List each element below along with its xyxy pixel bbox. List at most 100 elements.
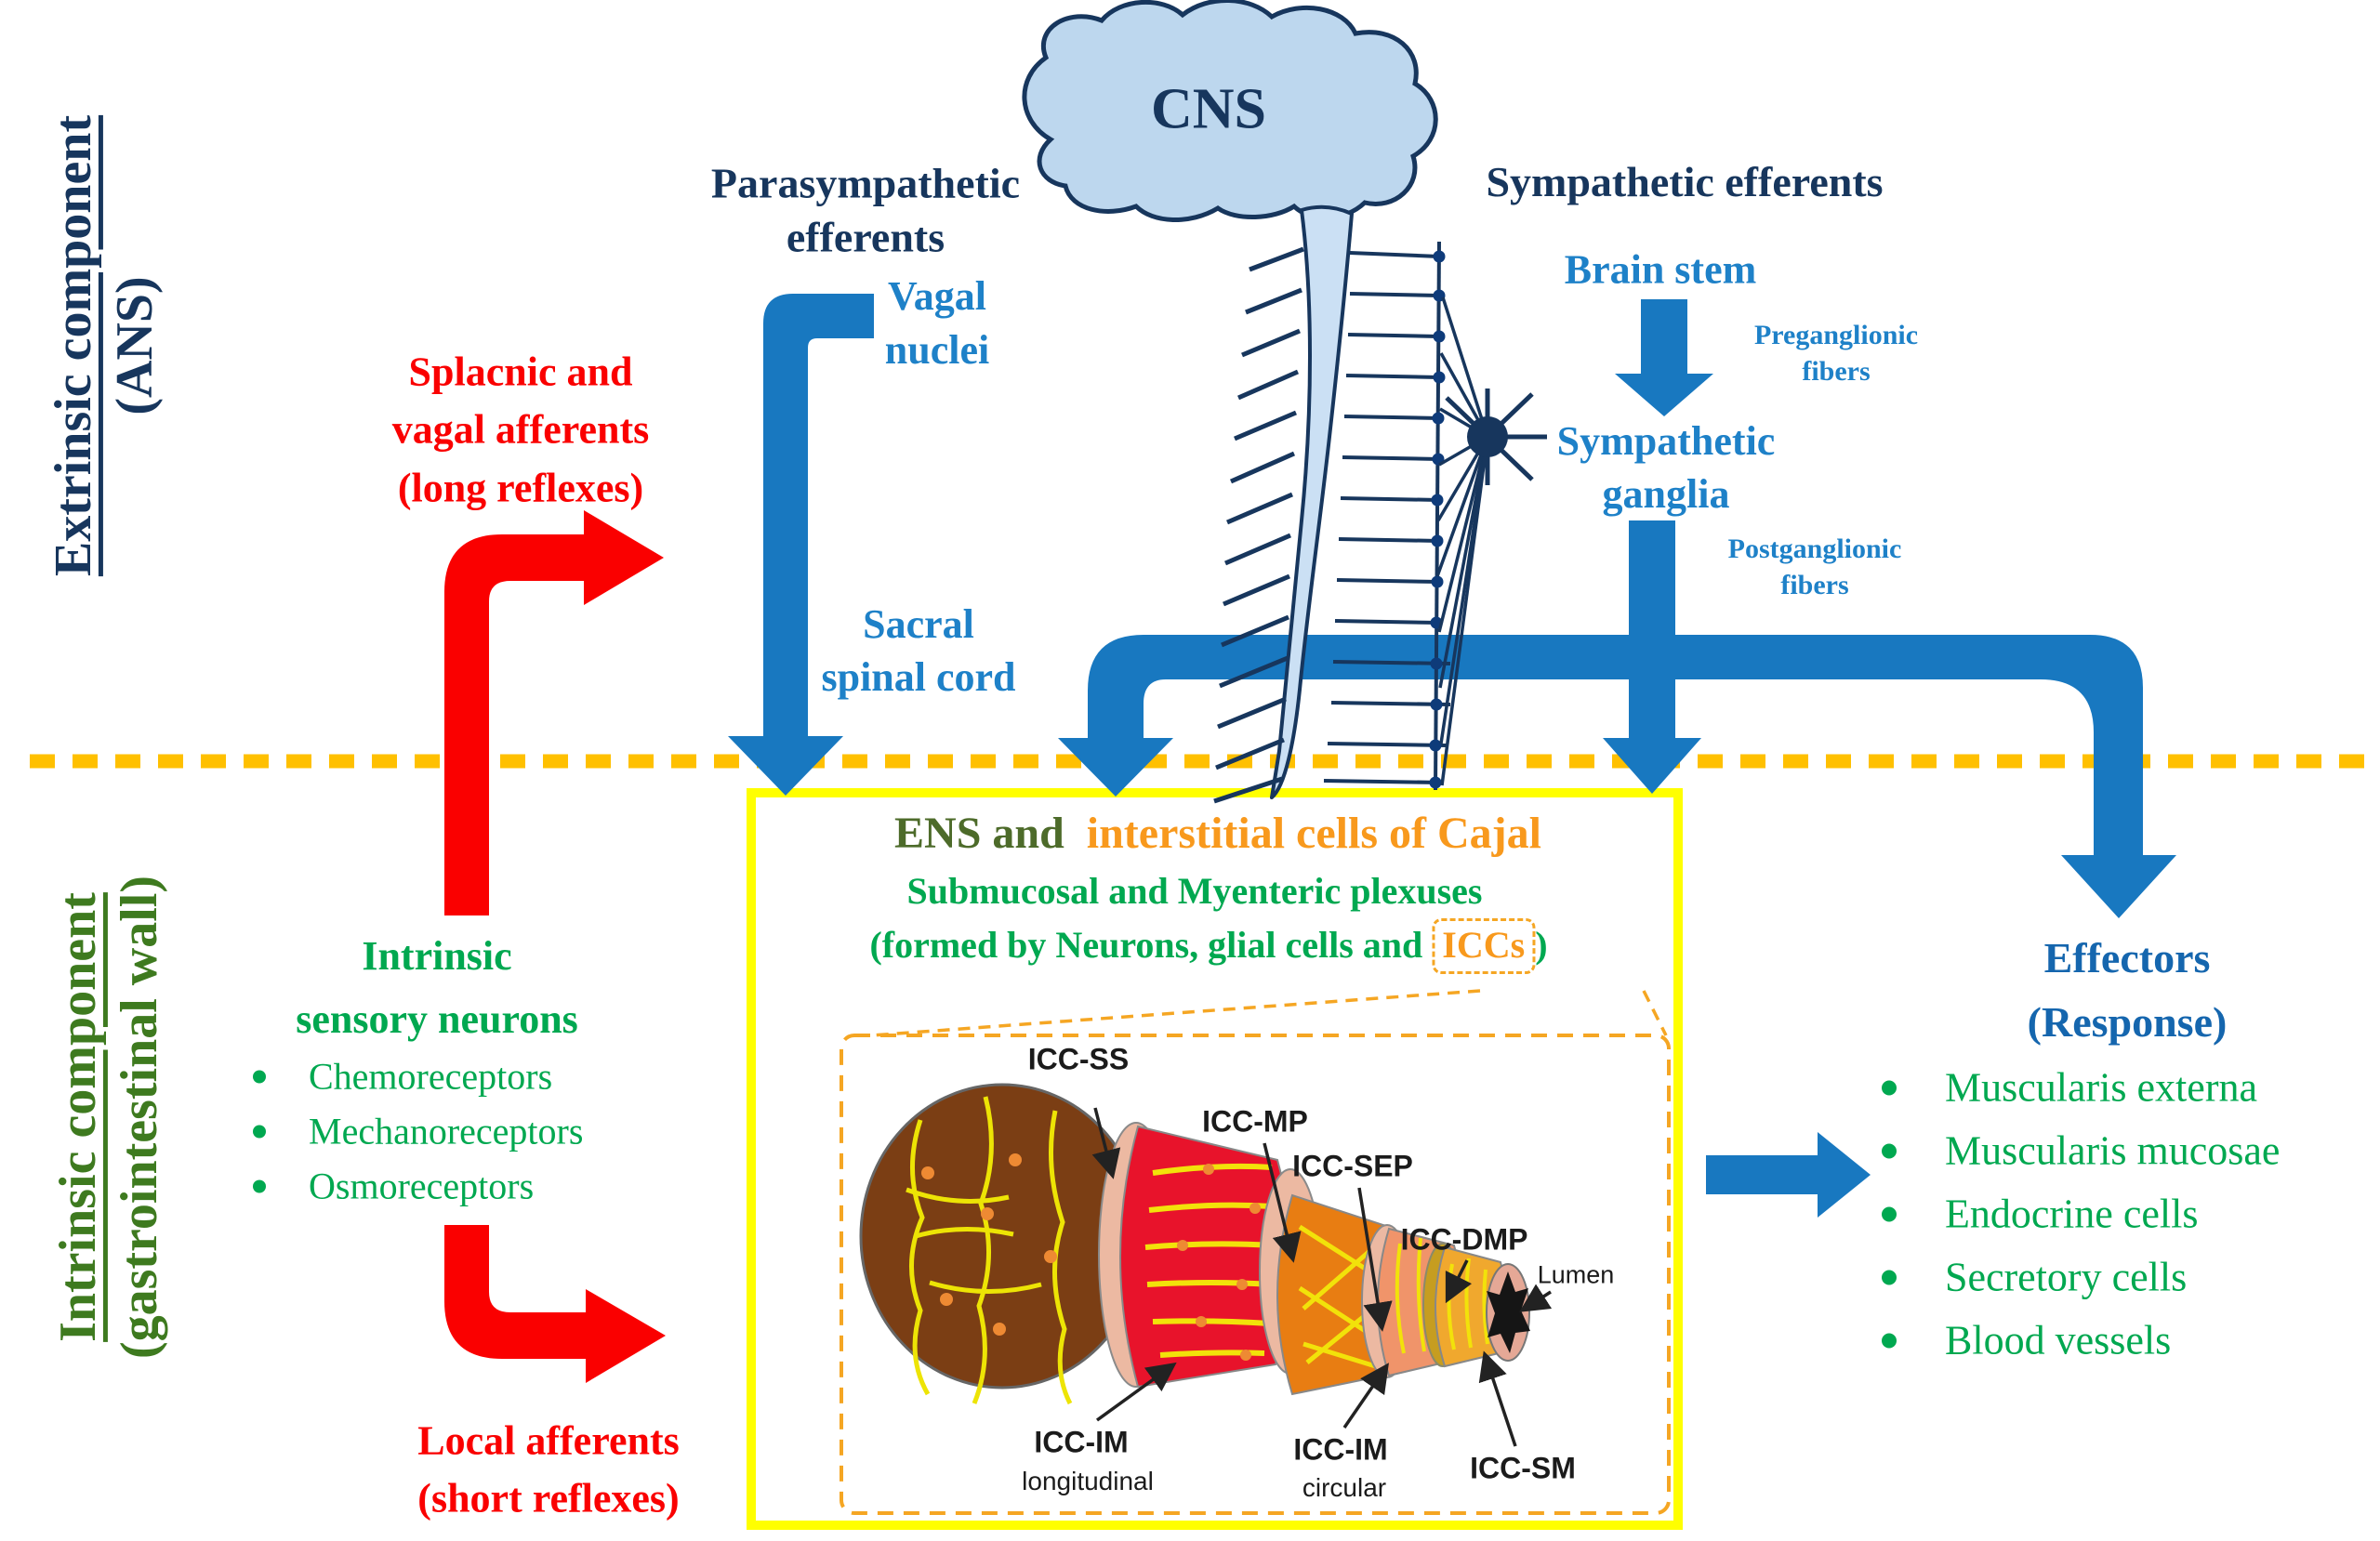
ens-box-title: ENS and interstitial cells of Cajal [894,805,1541,863]
effector-item: Muscularis externa [1882,1064,2257,1112]
sympathetic-efferents-label: Sympathetic efferents [1486,158,1884,206]
intrinsic-neurons-line1: Intrinsic [362,932,512,979]
vagal-nuclei-line1: Vagal [888,272,986,319]
formed-by-text: (formed by Neurons, glial cells and [869,924,1423,966]
sympathetic-ganglia-line1: Sympathetic [1556,417,1776,464]
effectors-line1: Effectors [2043,934,2211,981]
icc-sep-label: ICC-SEP [1292,1149,1413,1183]
extrinsic-title-line2: (ANS) [106,276,164,415]
postganglionic-line1: Postganglionic [1727,533,1902,564]
long-reflex-line1: Splacnic and [408,349,633,395]
sympathetic-chain-ganglia-dots [1429,250,1446,789]
formed-close-paren: ) [1535,924,1548,966]
effector-item: Endocrine cells [1882,1191,2198,1238]
spinal-cord-shape [1270,204,1354,799]
icc-im-circular-label: ICC-IM [1293,1432,1388,1467]
short-reflex-label: Local afferents (short reflexes) [417,1413,679,1529]
spinal-nerve-hatches-left [1213,246,1304,804]
preganglionic-line1: Preganglionic [1753,320,1919,350]
effector-blood-vessels: Blood vessels [1945,1317,2172,1363]
short-reflex-line1: Local afferents [417,1417,680,1464]
intrinsic-component-title: Intrinsic component (gastrointestinal wa… [47,876,170,1359]
sacral-line1: Sacral [863,600,974,647]
long-reflex-arrow [444,510,664,915]
long-reflex-label: Splacnic and vagal afferents (long refle… [392,343,650,517]
receptor-item: Mechanoreceptors [253,1110,583,1153]
postganglionic-line2: fibers [1780,570,1849,600]
bullet-icon [1882,1333,1897,1348]
ens-title-dark: ENS and [894,808,1064,858]
icc-cell-bodies-red [1177,1164,1261,1361]
icc-ss-label: ICC-SS [1027,1042,1130,1076]
short-reflex-line2: (short reflexes) [417,1476,680,1521]
icc-im-circular-sub: circular [1302,1473,1387,1502]
cns-brain-shape [1022,0,1438,223]
parasympathetic-efferents-label: Parasympathetic efferents [711,157,1020,264]
icc-gut-wall-figure [859,1083,1553,1447]
bullet-icon [253,1070,266,1083]
icc-sm-label: ICC-SM [1470,1451,1576,1485]
intrinsic-sensory-neurons-title: Intrinsic sensory neurons [296,925,578,1051]
sacral-postganglionic-band-arrow [1058,635,2176,918]
bullet-icon [253,1125,266,1138]
icc-cell-bodies-serosa [921,1153,1057,1336]
icc-label-arrows [1091,1107,1553,1447]
preganglionic-arrow [1615,299,1713,416]
blue-arrows [728,294,2176,1218]
vagal-arrow [728,294,874,796]
short-reflex-arrow [444,1225,666,1383]
effector-endocrine-cells: Endocrine cells [1945,1191,2199,1237]
effector-muscularis-mucosae: Muscularis mucosae [1945,1127,2281,1174]
icc-im-longitudinal-label: ICC-IM [1034,1425,1129,1459]
intrinsic-neurons-line2: sensory neurons [296,996,578,1042]
effector-muscularis-externa: Muscularis externa [1945,1064,2257,1111]
postganglionic-arrow [1603,520,1701,794]
lumen-label: Lumen [1537,1260,1615,1289]
effector-item: Secretory cells [1882,1254,2187,1301]
effector-item: Muscularis mucosae [1882,1127,2280,1175]
effector-secretory-cells: Secretory cells [1945,1254,2188,1300]
parasympathetic-line1: Parasympathetic [710,159,1021,207]
intrinsic-title-line2: (gastrointestinal wall) [111,875,168,1360]
postganglionic-fibers-label: Postganglionic fibers [1728,531,1902,603]
red-arrows [444,510,666,1383]
sympathetic-ganglia-label: Sympathetic ganglia [1557,415,1776,520]
extrinsic-title-line1: Extrinsic component [44,114,102,577]
bullet-icon [253,1179,266,1192]
preganglionic-line2: fibers [1802,356,1871,387]
vagal-nuclei-line2: nuclei [884,327,990,373]
receptor-item: Osmoreceptors [253,1165,534,1208]
extrinsic-component-title: Extrinsic component (ANS) [43,115,165,576]
sympathetic-ganglia-line2: ganglia [1602,471,1730,517]
vagal-nuclei-label: Vagal nuclei [885,270,989,377]
sympathetic-ganglion [1435,296,1547,786]
long-reflex-line3: (long reflexes) [397,465,644,511]
icc-im-longitudinal-sub: longitudinal [1022,1467,1154,1495]
receptor-mechanoreceptors: Mechanoreceptors [309,1110,584,1152]
iccs-chip: ICCs [1432,918,1536,974]
icc-ss-network [906,1096,1073,1405]
sacral-line2: spinal cord [821,654,1016,700]
receptor-item: Chemoreceptors [253,1055,552,1099]
icc-mp-label: ICC-MP [1202,1104,1308,1139]
parasympathetic-line2: efferents [786,213,945,260]
icc-dmp-label: ICC-DMP [1400,1222,1528,1257]
icc-callout-dashes [840,989,1671,1515]
bullet-icon [1882,1080,1897,1095]
intrinsic-title-line1: Intrinsic component [48,892,107,1342]
sacral-spinal-cord-label: Sacral spinal cord [821,598,1015,704]
effectors-title: Effectors (Response) [2028,926,2228,1054]
effectors-line2: (Response) [2027,998,2228,1046]
receptor-osmoreceptors: Osmoreceptors [309,1165,535,1207]
ens-to-effectors-arrow [1706,1132,1871,1218]
effector-item: Blood vessels [1882,1317,2171,1364]
cns-label: CNS [1150,77,1267,141]
ens-box-subtitle: Submucosal and Myenteric plexuses [906,870,1483,912]
long-reflex-line2: vagal afferents [391,406,650,453]
receptor-chemoreceptors: Chemoreceptors [309,1055,553,1098]
bullet-icon [1882,1143,1897,1158]
preganglionic-fibers-label: Preganglionic fibers [1754,317,1918,389]
